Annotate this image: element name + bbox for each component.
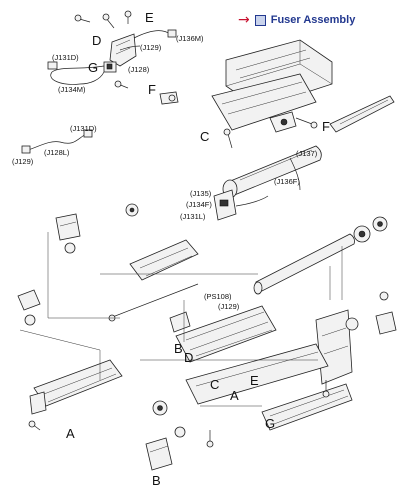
label-j137: (J137)	[296, 149, 318, 158]
label-j128l: (J128L)	[44, 148, 70, 157]
screw-icon	[206, 430, 214, 448]
label-c-fuser: C	[200, 129, 209, 144]
label-j131d-top: (J131D)	[52, 53, 79, 62]
label-a-bottom: A	[66, 426, 75, 441]
feed-roller	[255, 233, 355, 293]
gear-icon	[152, 400, 168, 416]
label-g-mid: G	[265, 416, 275, 431]
label-b-mid: B	[174, 341, 183, 356]
gear-icon	[64, 242, 76, 254]
label-f-top: F	[148, 82, 156, 97]
label-j136m: (J136M)	[176, 34, 204, 43]
screw-icon	[322, 380, 330, 398]
label-j128: (J128)	[128, 65, 150, 74]
label-g-top: G	[88, 60, 98, 75]
top-harness-group	[21, 10, 179, 154]
label-j135: (J135)	[190, 189, 212, 198]
gear-icon	[372, 216, 388, 232]
label-j129-mid: (J129)	[218, 302, 240, 311]
label-j131l: (J131L)	[180, 212, 206, 221]
label-a-mid: A	[230, 388, 239, 403]
label-j129-top: (J129)	[140, 43, 162, 52]
label-e-mid: E	[250, 373, 259, 388]
red-right-arrow-icon: →	[238, 12, 250, 28]
upper-paper-guide	[129, 239, 199, 281]
fuser-blade	[329, 95, 395, 133]
middle-guide	[175, 305, 277, 363]
gear-icon	[345, 317, 359, 331]
label-d-top: D	[92, 33, 101, 48]
label-ps108: (PS108)	[204, 292, 232, 301]
screw-icon	[102, 13, 115, 29]
legend-fuser-assembly-link[interactable]: Fuser Assembly	[270, 14, 356, 26]
gear-icon	[125, 203, 139, 217]
label-b-bottom: B	[152, 473, 161, 488]
label-j136f: (J136F)	[274, 177, 300, 186]
label-j134m: (J134M)	[58, 85, 86, 94]
legend: → Fuser Assembly	[238, 11, 355, 29]
gear-icon	[353, 225, 371, 243]
label-e-top: E	[145, 10, 154, 25]
harness-bracket	[109, 33, 137, 67]
gear-icon	[174, 426, 186, 438]
drive-gears-group	[17, 203, 397, 471]
label-c-mid: C	[210, 377, 219, 392]
label-j129-left: (J129)	[12, 157, 34, 166]
screw-icon	[295, 117, 318, 129]
screw-icon	[28, 420, 41, 431]
screw-icon	[114, 80, 129, 89]
screw-icon	[74, 14, 91, 23]
label-d-mid: D	[184, 350, 193, 365]
leader-lines	[19, 232, 318, 407]
screw-icon	[124, 10, 132, 24]
blue-square-icon[interactable]	[254, 14, 266, 26]
screw-icon	[223, 128, 233, 149]
fuser-housing-group	[211, 39, 395, 221]
left-lower-frame	[33, 359, 123, 407]
lower-guide	[261, 383, 353, 431]
label-j131d-mid: (J131D)	[70, 124, 97, 133]
label-f-fuser: F	[322, 119, 330, 134]
label-j134f: (J134F)	[186, 200, 212, 209]
